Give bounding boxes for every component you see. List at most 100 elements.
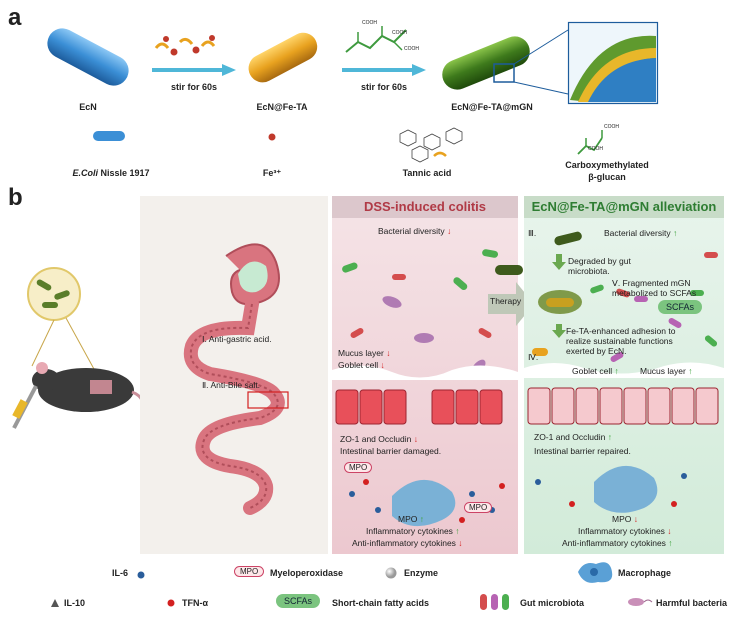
up-arrow-icon: ↑ — [419, 514, 424, 524]
cmbg-label-line2: β-glucan — [588, 172, 626, 182]
fe-legend-label: Fe³⁺ — [262, 168, 282, 178]
mgn-coating-zoom-icon — [567, 21, 659, 105]
ecn-fe-ta-bacterium-icon — [248, 32, 318, 83]
glucan-icon — [345, 26, 407, 53]
legend-tnf-label: TFN-α — [182, 598, 209, 608]
legend-enzyme-label: Enzyme — [404, 568, 439, 578]
ecoli-legend-icon — [93, 131, 125, 141]
ecn-fe-ta-label: EcN@Fe-TA — [256, 102, 308, 112]
legend-myeloperoxidase-label: Myeloperoxidase — [270, 568, 344, 578]
alleviation-adhesion-line1: Fe-TA-enhanced adhesion to — [566, 326, 676, 336]
down-arrow-icon: ↓ — [413, 434, 418, 444]
fe-ta-mixture-icon — [154, 35, 216, 56]
alleviation-adhesion-line3: exerted by EcN. — [566, 346, 627, 356]
dss-zo1-occludin: ZO-1 and Occludin ↓ — [340, 434, 418, 444]
alleviation-degraded-line2: microbiota. — [568, 266, 610, 276]
legend-scfas-label: Short-chain fatty acids — [332, 598, 430, 608]
process-arrow-2 — [342, 64, 426, 76]
il6-icon — [137, 571, 145, 579]
up-arrow-icon: ↑ — [672, 228, 678, 238]
alleviation-bacterial-diversity: Bacterial diversity ↑ — [604, 228, 678, 238]
process-arrow-1 — [152, 64, 236, 76]
zoom-lines — [513, 29, 569, 95]
alleviation-intestinal-barrier: Intestinal barrier repaired. — [534, 446, 631, 456]
alleviation-scene-illustration — [524, 231, 724, 513]
up-arrow-icon: ↑ — [668, 538, 673, 548]
scfas-badge: SCFAs — [658, 300, 703, 314]
cooh-label-4: COOH — [604, 124, 619, 130]
alleviation-inflammatory-cytokines: Inflammatory cytokines ↓ — [578, 526, 672, 536]
dss-colitis-title: DSS-induced colitis — [332, 196, 518, 218]
alleviation-anti-inflammatory-cytokines: Anti-inflammatory cytokines ↑ — [562, 538, 673, 548]
stir-label-2: stir for 60s — [360, 82, 408, 92]
down-arrow-icon: ↓ — [446, 226, 452, 236]
cmbg-label-line1: Carboxymethylated — [565, 160, 649, 170]
alleviation-mucus-layer: Mucus layer ↑ — [640, 366, 693, 376]
alleviation-v-line1: Ⅴ. Fragmented mGN — [612, 278, 691, 288]
dss-goblet-cell: Goblet cell ↓ — [338, 360, 385, 370]
anti-bile-salt-label: Ⅱ. Anti-Bile salt. — [202, 380, 261, 390]
dss-anti-inflammatory-cytokines: Anti-inflammatory cytokines ↓ — [352, 538, 463, 548]
up-arrow-icon: ↑ — [688, 366, 693, 376]
carboxymethylated-glucan-structure-icon — [577, 130, 603, 155]
tannic-acid-structure-icon — [399, 127, 463, 163]
legend-mpo-badge: MPO — [234, 566, 265, 577]
therapy-ecn-icon — [495, 265, 523, 275]
il10-icon — [51, 599, 59, 607]
legend-harmful-bacteria-label: Harmful bacteria — [656, 598, 728, 608]
alleviation-v-line2: metabolized to SCFAs — [612, 288, 697, 298]
legend-il6-label: IL-6 — [112, 568, 129, 578]
dss-scene-illustration — [332, 249, 518, 527]
alleviation-adhesion-line2: realize sustainable functions — [566, 336, 673, 346]
down-arrow-icon: ↓ — [633, 514, 638, 524]
down-arrow-icon: ↓ — [458, 538, 463, 548]
cooh-label-2: COOH — [392, 30, 407, 36]
alleviation-step-iii: Ⅲ. — [528, 228, 537, 238]
therapy-arrow-icon — [488, 282, 534, 326]
dss-inflammatory-cytokines: Inflammatory cytokines ↑ — [366, 526, 460, 536]
down-arrow-icon: ↓ — [386, 348, 391, 358]
ecn-label: EcN — [79, 102, 97, 112]
dss-intestinal-barrier: Intestinal barrier damaged. — [340, 446, 442, 456]
ecoli-legend-label: E.Coli Nissle 1917 — [72, 168, 150, 178]
legend-macrophage-label: Macrophage — [618, 568, 672, 578]
dss-mpo-level: MPO ↑ — [398, 514, 424, 524]
gut-intestine-illustration — [183, 243, 289, 515]
up-arrow-icon: ↑ — [607, 432, 612, 442]
tannic-acid-label: Tannic acid — [402, 168, 452, 178]
gut-microbiota-icon — [480, 594, 509, 610]
legend-il10-label: IL-10 — [64, 598, 86, 608]
tnf-icon — [167, 599, 175, 607]
harmful-bacteria-icon — [628, 598, 653, 606]
ecn-fe-ta-mgn-bacterium-icon — [442, 36, 530, 90]
alleviation-zo1-occludin: ZO-1 and Occludin ↑ — [534, 432, 612, 442]
stir-label-1: stir for 60s — [170, 82, 218, 92]
up-arrow-icon: ↑ — [614, 366, 619, 376]
down-arrow-icon: ↓ — [667, 526, 672, 536]
alleviation-mpo-level: MPO ↓ — [612, 514, 638, 524]
cooh-label-1: COOH — [362, 20, 377, 26]
dss-mpo-badge-2: MPO — [464, 502, 493, 513]
anti-gastric-acid-label: Ⅰ. Anti-gastric acid. — [202, 334, 272, 344]
panel-b-letter: b — [8, 184, 23, 211]
up-arrow-icon: ↑ — [455, 526, 460, 536]
dss-bacterial-diversity: Bacterial diversity ↓ — [378, 226, 452, 236]
alleviation-title: EcN@Fe-TA@mGN alleviation — [524, 196, 724, 218]
ecn-bacterium-icon — [47, 28, 129, 86]
fe-legend-icon — [268, 133, 276, 141]
alleviation-degraded-line1: Degraded by gut — [568, 256, 631, 266]
cooh-label-3: COOH — [404, 46, 419, 52]
macrophage-icon — [578, 562, 613, 583]
mouse-illustration — [12, 267, 146, 429]
legend-scfas-badge: SCFAs — [276, 594, 321, 608]
cooh-label-5: COOH — [588, 146, 603, 152]
dss-mucus-layer: Mucus layer ↓ — [338, 348, 391, 358]
alleviation-goblet-cell: Goblet cell ↑ — [572, 366, 619, 376]
alleviation-step-iv: Ⅳ. — [528, 352, 539, 362]
enzyme-icon — [385, 567, 397, 579]
panel-a-letter: a — [8, 4, 22, 31]
legend-gut-microbiota-label: Gut microbiota — [520, 598, 585, 608]
ecn-fe-ta-mgn-label: EcN@Fe-TA@mGN — [451, 102, 533, 112]
therapy-label: Therapy — [490, 296, 522, 306]
dss-mpo-badge-1: MPO — [344, 462, 373, 473]
